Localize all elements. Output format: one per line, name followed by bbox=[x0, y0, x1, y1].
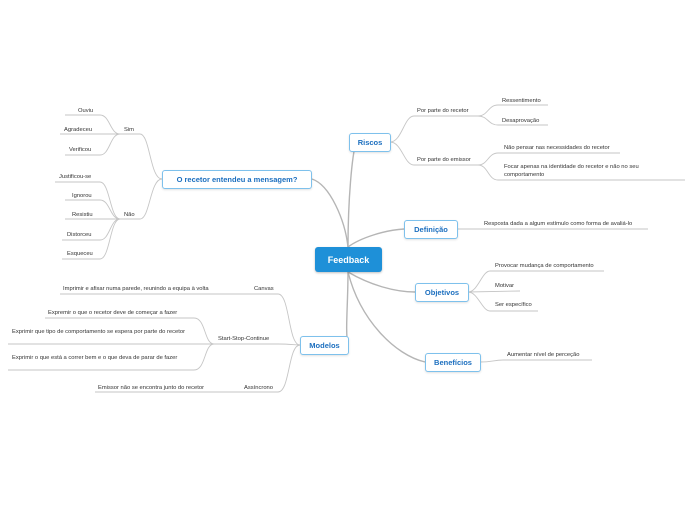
subtopic-motivar[interactable]: Motivar bbox=[495, 283, 515, 289]
topic-objetivos[interactable]: Objetivos bbox=[415, 283, 469, 302]
subtopic-desaprovacao[interactable]: Desaprovação bbox=[502, 118, 540, 124]
subtopic-por-parte-do-emissor[interactable]: Por parte do emissor bbox=[417, 157, 471, 163]
subtopic-imprimir-afixar[interactable]: Imprimir e afixar numa parede, reunindo … bbox=[63, 286, 209, 292]
subtopic-resistiu[interactable]: Resistiu bbox=[72, 212, 93, 218]
subtopic-justificou-se[interactable]: Justificou-se bbox=[59, 174, 92, 180]
subtopic-agradeceu[interactable]: Agradeceu bbox=[64, 127, 93, 133]
subtopic-assincrono[interactable]: Assíncrono bbox=[244, 385, 273, 391]
subtopic-esqueceu[interactable]: Esqueceu bbox=[67, 251, 93, 257]
subtopic-ressentimento[interactable]: Ressentimento bbox=[502, 98, 541, 104]
subtopic-stop[interactable]: Exprimir o que está a correr bem e o que… bbox=[12, 355, 178, 361]
subtopic-provocar-mudanca[interactable]: Provocar mudança de comportamento bbox=[495, 263, 594, 269]
subtopic-emissor-nao-junto[interactable]: Emissor não se encontra junto do recetor bbox=[98, 385, 205, 391]
subtopic-nao-pensar-necessidades[interactable]: Não pensar nas necessidades do recetor bbox=[504, 145, 610, 151]
subtopic-resposta-estimulo[interactable]: Resposta dada a algum estímulo como form… bbox=[484, 221, 633, 227]
subtopic-start[interactable]: Expremir o que o recetor deve de começar… bbox=[48, 310, 178, 316]
subtopic-ser-especifico[interactable]: Ser específico bbox=[495, 302, 532, 308]
topic-recetor-entendeu[interactable]: O recetor entendeu a mensagem? bbox=[162, 170, 312, 189]
subtopic-aumentar-percecao[interactable]: Aumentar nível de perceção bbox=[507, 352, 580, 358]
subtopic-start-stop-continue[interactable]: Start-Stop-Continue bbox=[218, 336, 270, 342]
subtopic-focar-identidade[interactable]: Focar apenas na identidade do recetor e … bbox=[504, 164, 639, 178]
subtopic-canvas[interactable]: Canvas bbox=[254, 286, 274, 292]
topic-modelos[interactable]: Modelos bbox=[300, 336, 349, 355]
topic-beneficios[interactable]: Benefícios bbox=[425, 353, 481, 372]
subtopic-nao[interactable]: Não bbox=[124, 212, 135, 218]
subtopic-por-parte-do-recetor[interactable]: Por parte do recetor bbox=[417, 108, 469, 114]
subtopic-continue[interactable]: Exprimir que tipo de comportamento se es… bbox=[12, 329, 186, 335]
subtopic-distorceu[interactable]: Distorceu bbox=[67, 232, 92, 238]
subtopic-ouviu[interactable]: Ouviu bbox=[78, 108, 94, 114]
subtopic-verificou[interactable]: Verificou bbox=[69, 147, 92, 153]
subtopic-sim[interactable]: Sim bbox=[124, 127, 134, 133]
root-node-feedback[interactable]: Feedback bbox=[315, 247, 382, 272]
topic-definicao[interactable]: Definição bbox=[404, 220, 458, 239]
subtopic-ignorou[interactable]: Ignorou bbox=[72, 193, 92, 199]
topic-riscos[interactable]: Riscos bbox=[349, 133, 391, 152]
